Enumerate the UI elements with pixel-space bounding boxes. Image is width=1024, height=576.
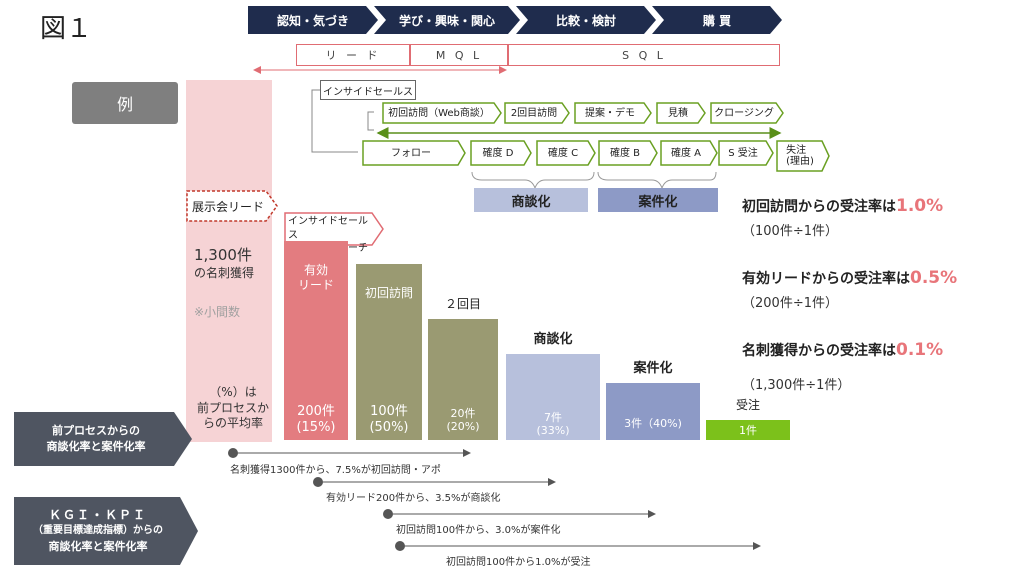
- process-step: 提案・デモ: [574, 102, 652, 124]
- stage-comparison: 比較・検討: [516, 6, 656, 34]
- rate-title: 名刺獲得からの受注率は0.1%: [742, 340, 944, 360]
- confidence-step: 確度 B: [598, 140, 658, 166]
- rate-calc: （1,300件÷1件）: [742, 378, 851, 393]
- funnel-bar: [706, 420, 790, 440]
- funnel-bar: [506, 354, 600, 440]
- phase-sql: S Q L: [508, 44, 780, 66]
- kpi-text-2: 有効リード200件から、3.5%が商談化: [326, 493, 501, 504]
- stage-purchase: 購 買: [652, 6, 782, 34]
- bar-label: 案件化: [633, 361, 673, 376]
- kpi-text-3: 初回訪問100件から、3.0%が案件化: [396, 525, 561, 536]
- confidence-step: 失注 (理由): [776, 140, 830, 172]
- stage-learning: 学び・興味・関心: [374, 6, 520, 34]
- kpi-text-1: 名刺獲得1300件から、7.5%が初回訪問・アポ: [230, 465, 441, 476]
- confidence-step: フォロー: [362, 140, 466, 166]
- pct-note: （%）は 前プロセスか らの平均率: [196, 385, 269, 431]
- process-step: クロージング: [710, 102, 784, 124]
- group-shodan: 商談化: [474, 188, 588, 212]
- stage-label: 購 買: [702, 13, 732, 28]
- confidence-step: 確度 C: [536, 140, 596, 166]
- brace-shodan: [471, 171, 595, 190]
- rate-calc: （200件÷1件）: [742, 296, 838, 311]
- kpi-text-4: 初回訪問100件から1.0%が受注: [446, 557, 591, 568]
- pre-process-label: 前プロセスからの 商談化率と案件化率: [14, 412, 192, 466]
- funnel-bar: [356, 264, 422, 440]
- process-step: 見積: [656, 102, 706, 124]
- inside-sales-bracket: [311, 89, 358, 153]
- kgi-kpi-label: ＫＧＩ・ＫＰＩ （重要目標達成指標）からの 商談化率と案件化率: [14, 497, 198, 565]
- rate-title: 有効リードからの受注率は0.5%: [742, 268, 958, 288]
- bar-label: 有効 リード: [297, 263, 334, 292]
- expo-lead-tag: 展示会リード: [186, 190, 278, 222]
- bar-value: 3件（40%): [624, 417, 682, 431]
- bar-value: 20件 (20%): [446, 406, 480, 433]
- funnel-bar: [284, 241, 348, 440]
- rate-calc: （100件÷1件）: [742, 224, 838, 239]
- inside-sales-tag: インサイドセールス: [320, 80, 416, 100]
- lead-column: [186, 80, 272, 442]
- funnel-bar: [606, 383, 700, 440]
- bar-value: 100件 (50%): [369, 404, 409, 435]
- confidence-step: 確度 A: [660, 140, 718, 166]
- stage-label: 比較・検討: [555, 13, 616, 28]
- bar-label: 受注: [735, 398, 760, 412]
- process-step: 初回訪問（Web商談）: [382, 102, 502, 124]
- stage-label: 認知・気づき: [276, 13, 349, 28]
- confidence-step: 確度 D: [470, 140, 532, 166]
- bar-value: 7件 (33%): [536, 410, 570, 437]
- process-step: 2回目訪問: [504, 102, 570, 124]
- bar-label: 初回訪問: [364, 286, 413, 300]
- bar-label: 商談化: [533, 332, 573, 347]
- stage-awareness: 認知・気づき: [248, 6, 378, 34]
- funnel-bar: [428, 319, 498, 440]
- lead-count: 1,300件: [194, 246, 252, 264]
- group-anken: 案件化: [598, 188, 718, 212]
- figure-title: 図１: [40, 14, 93, 44]
- lead-count-sub: の名刺獲得: [194, 266, 255, 280]
- stage-label: 学び・興味・関心: [398, 13, 495, 28]
- bar-label: ２回目: [444, 297, 481, 311]
- confidence-step: S 受注: [718, 140, 774, 166]
- bar-value: 1件: [739, 424, 757, 438]
- brace-anken: [597, 171, 717, 190]
- bar-value: 200件 (15%): [296, 404, 336, 435]
- lead-note: ※小間数: [194, 305, 241, 319]
- rate-title: 初回訪問からの受注率は1.0%: [742, 196, 944, 216]
- example-label: 例: [72, 82, 178, 124]
- phase-mql: M Q L: [410, 44, 508, 66]
- phase-lead: リ ー ド: [296, 44, 410, 66]
